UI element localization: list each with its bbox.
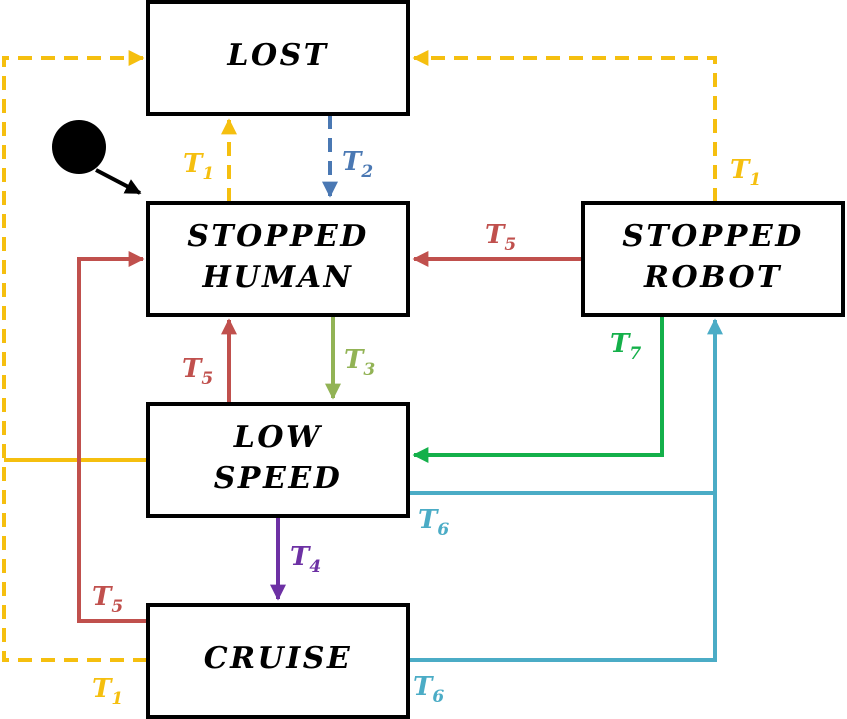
state-stopped-human-label-line2: HUMAN (202, 260, 354, 295)
label-t7: T7 (610, 329, 641, 364)
initial-state-arrow (95, 168, 142, 195)
state-low-speed (146, 402, 410, 518)
label-t5-cruise: T5 (92, 582, 123, 617)
label-t5-stoppedrobot: T5 (485, 220, 516, 255)
label-t1-cruise-lost: T1 (92, 674, 123, 709)
label-t4: T4 (290, 542, 321, 577)
edge-t6-cruise-to-stoppedrobot (410, 318, 723, 662)
label-t3: T3 (344, 345, 375, 380)
initial-state-dot (52, 120, 106, 174)
state-lost (146, 0, 410, 116)
state-stopped-human-label-line1: STOPPED (187, 219, 369, 254)
state-stopped-human (146, 201, 410, 317)
state-lost-label: LOST (226, 38, 328, 73)
label-t6-cruise: T6 (413, 672, 444, 707)
edge-t1-stoppedrobot-to-lost (412, 50, 717, 202)
edge-t1-cruise-to-lost (2, 50, 147, 662)
state-low-speed-label-line2: SPEED (214, 461, 342, 496)
edge-t5-cruise-to-stoppedhuman (77, 251, 147, 623)
state-stopped-robot-label-line2: ROBOT (643, 260, 782, 295)
edge-t7-stoppedrobot-to-lowspeed (412, 316, 664, 463)
label-t6-lowspeed: T6 (418, 505, 449, 540)
label-t5-lowspeed: T5 (182, 354, 213, 389)
state-stopped-robot-label-line1: STOPPED (622, 219, 804, 254)
state-stopped-robot (581, 201, 845, 317)
state-low-speed-label-line1: LOW (233, 420, 323, 455)
label-t2: T2 (342, 147, 373, 182)
label-t1-stoppedrobot-lost: T1 (730, 155, 761, 190)
state-cruise (146, 603, 410, 719)
state-cruise-label: CRUISE (204, 641, 353, 676)
label-t1-stoppedhuman-lost: T1 (183, 149, 214, 184)
